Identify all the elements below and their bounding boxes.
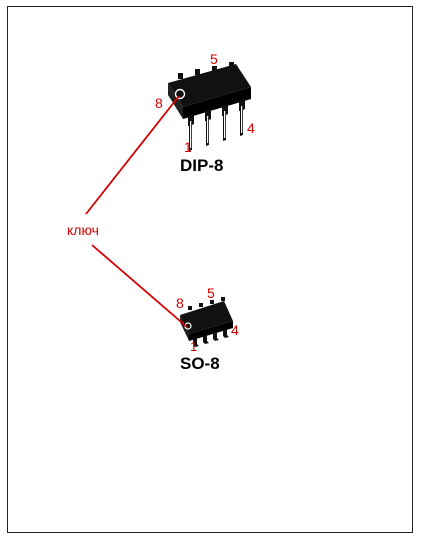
key-label: ключ <box>67 222 99 238</box>
diagram-frame <box>7 6 413 533</box>
so8-package-name: SO-8 <box>180 354 220 373</box>
dip8-package <box>168 62 251 151</box>
so8-pin4-label: 4 <box>231 322 239 338</box>
dip8-pin5-label: 5 <box>210 51 218 67</box>
dip8-front-pins <box>188 99 245 151</box>
so8-pin5-label: 5 <box>207 285 215 301</box>
so8-pin1-label: 1 <box>190 339 197 354</box>
so8-body-front <box>189 321 233 341</box>
dip8-body-front <box>183 87 251 119</box>
so8-back-pins <box>188 297 225 310</box>
dip8-back-pins <box>178 62 234 79</box>
key-leader-line-dip8 <box>85 95 180 215</box>
dip8-key-notch <box>174 88 186 100</box>
dip8-pin4-label: 4 <box>247 120 255 136</box>
so8-body-side <box>180 315 189 341</box>
so8-body-top <box>180 301 233 334</box>
so8-front-pins <box>193 329 229 347</box>
so8-pin8-label: 8 <box>176 295 184 311</box>
so8-package <box>180 297 233 347</box>
dip8-body-top <box>168 64 251 107</box>
key-leader-line-so8 <box>91 244 188 328</box>
dip8-pin8-label: 8 <box>155 95 163 111</box>
dip8-package-name: DIP-8 <box>180 156 223 175</box>
dip8-pin1-label: 1 <box>184 139 192 155</box>
